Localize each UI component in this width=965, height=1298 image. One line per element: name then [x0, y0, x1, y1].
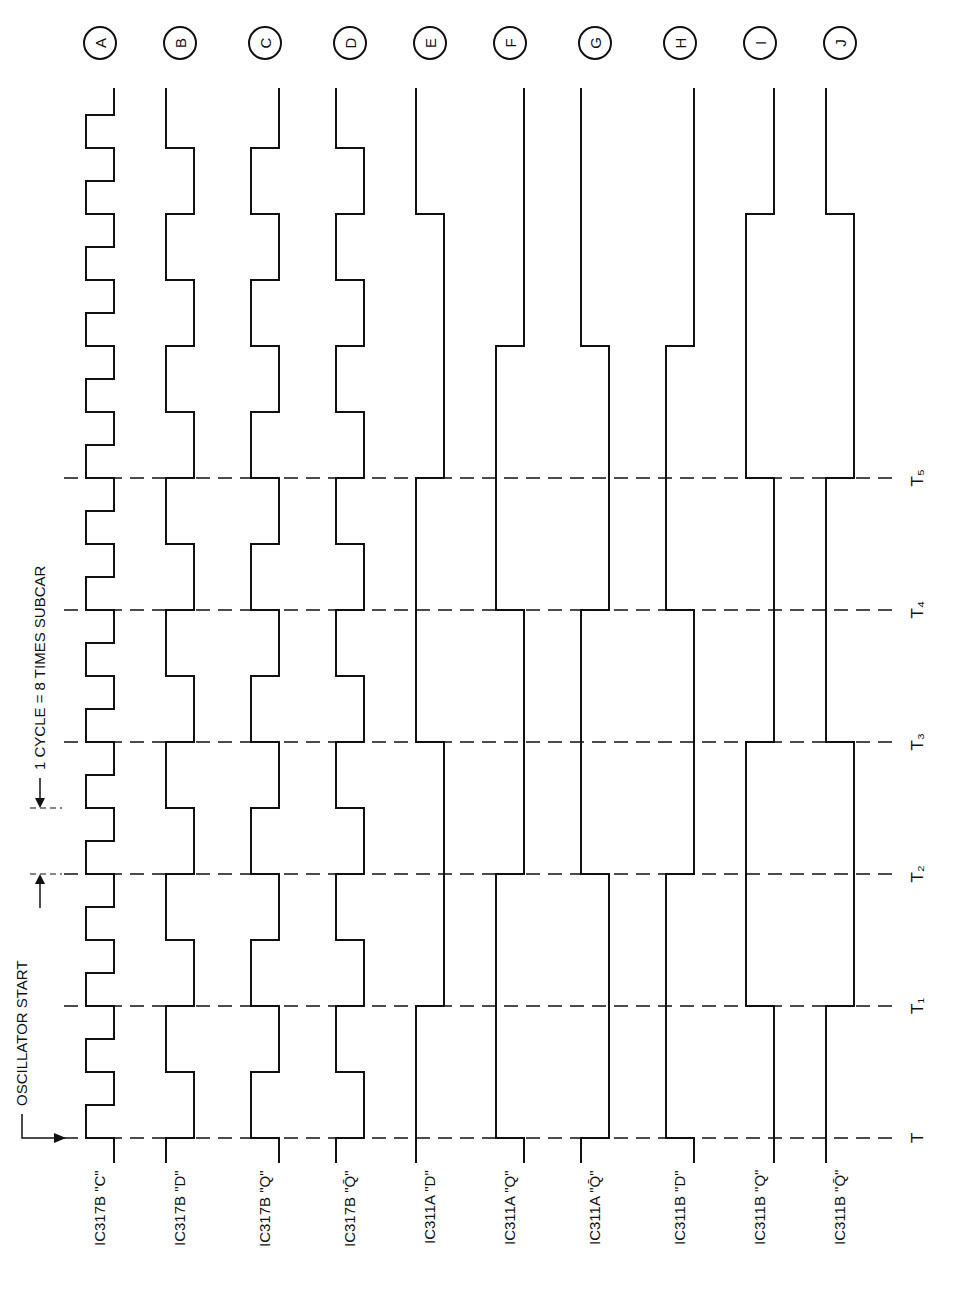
row-letter: J	[833, 39, 848, 47]
waveform	[86, 88, 114, 1163]
signal-name: IC311A "D"	[421, 1170, 439, 1244]
time-marker-line	[64, 477, 900, 479]
waveform	[166, 88, 194, 1163]
row-letter-circle: E	[413, 26, 447, 60]
row-letter: G	[588, 37, 603, 49]
row-letter: D	[343, 38, 358, 49]
time-marker-label: T₅	[908, 469, 928, 486]
dimension-tick	[30, 807, 62, 808]
waveform	[416, 88, 444, 1163]
signal-name: IC311B "Q"	[751, 1170, 769, 1245]
signal-name: IC311B "D"	[671, 1170, 689, 1245]
time-marker-line	[64, 1005, 900, 1007]
row-letter-circle: A	[83, 26, 117, 60]
waveform	[826, 88, 854, 1163]
time-marker-label: T₄	[908, 601, 928, 618]
time-marker-label: T₂	[908, 866, 928, 883]
row-letter-circle: H	[663, 26, 697, 60]
dimension-arrow	[39, 778, 41, 800]
signal-name: IC317B "Q"	[256, 1170, 274, 1247]
signal-name: IC317B "C"	[91, 1170, 109, 1246]
signal-name: IC311A "Q̄"	[586, 1170, 604, 1245]
signal-name: IC311B "Q̄"	[831, 1170, 849, 1245]
row-letter: B	[173, 38, 188, 48]
waveform	[666, 88, 694, 1163]
time-marker-line	[64, 873, 900, 875]
waveform	[251, 88, 279, 1163]
arrowhead	[35, 874, 45, 884]
arrowhead	[35, 798, 45, 808]
arrowhead	[54, 1133, 66, 1143]
row-letter: I	[753, 41, 768, 45]
time-marker-line	[64, 1137, 900, 1139]
time-marker-line	[64, 741, 900, 743]
row-letter-circle: D	[333, 26, 367, 60]
row-letter: A	[93, 38, 108, 48]
row-letter: H	[673, 38, 688, 49]
row-letter-circle: G	[578, 26, 612, 60]
signal-name: IC317B "D"	[171, 1170, 189, 1246]
waveform	[496, 88, 524, 1163]
note-label: OSCILLATOR START	[13, 960, 31, 1106]
dimension-tick	[30, 873, 62, 874]
row-letter-circle: B	[163, 26, 197, 60]
waveform	[336, 88, 364, 1163]
waveform	[581, 88, 609, 1163]
row-letter-circle: I	[743, 26, 777, 60]
waveform	[746, 88, 774, 1163]
row-letter: E	[423, 38, 438, 48]
time-marker-label: T	[908, 1133, 928, 1143]
time-marker-line	[64, 609, 900, 611]
row-letter-circle: F	[493, 26, 527, 60]
dimension-arrow	[39, 882, 41, 908]
row-letter: C	[258, 38, 273, 49]
note-label: 1 CYCLE = 8 TIMES SUBCAR	[31, 566, 49, 770]
time-marker-label: T₁	[908, 998, 928, 1014]
row-letter-circle: J	[823, 26, 857, 60]
time-marker-label: T₃	[908, 733, 928, 750]
row-letter: F	[503, 38, 518, 47]
leader-line	[22, 1114, 56, 1138]
signal-name: IC311A "Q"	[501, 1170, 519, 1245]
row-letter-circle: C	[248, 26, 282, 60]
signal-name: IC317B "Q̄"	[341, 1170, 359, 1247]
